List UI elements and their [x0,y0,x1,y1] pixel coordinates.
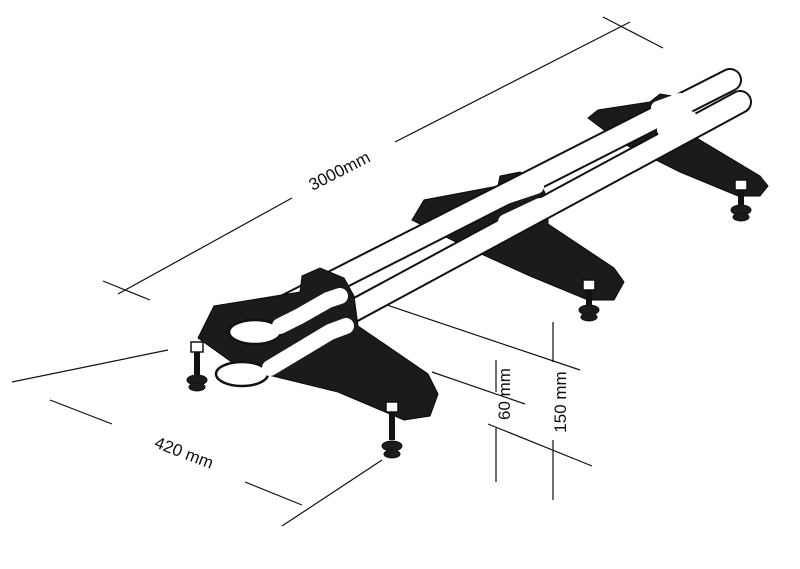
dimension-lines [11,16,664,527]
length-label: 3000mm [306,148,374,195]
length-dimension-line-b [394,21,631,143]
width-extension-right [281,459,383,527]
height-extension-bottom [487,423,593,467]
bolt-middle [578,279,600,322]
length-dimension-line-a [117,197,293,295]
bolt-front-right [381,401,403,459]
length-extension-left [102,280,151,301]
bracket-front [197,267,439,421]
height-extension-mid [431,371,526,405]
bolt-back [730,179,752,222]
length-extension-right [602,16,664,49]
width-extension-left [11,349,169,383]
height-60-label: 60 mm [495,368,514,420]
width-label: 420 mm [152,433,216,473]
bolt-front-left [186,341,208,392]
height-150-label: 150 mm [551,371,570,432]
bracket-back-cutouts [651,93,697,137]
width-dimension-line-b [244,481,303,506]
bracket-middle-cutouts [498,178,548,230]
width-dimension-line-a [49,399,113,425]
tube-lower-end-cap [214,360,270,388]
height-extension-top [371,299,581,371]
